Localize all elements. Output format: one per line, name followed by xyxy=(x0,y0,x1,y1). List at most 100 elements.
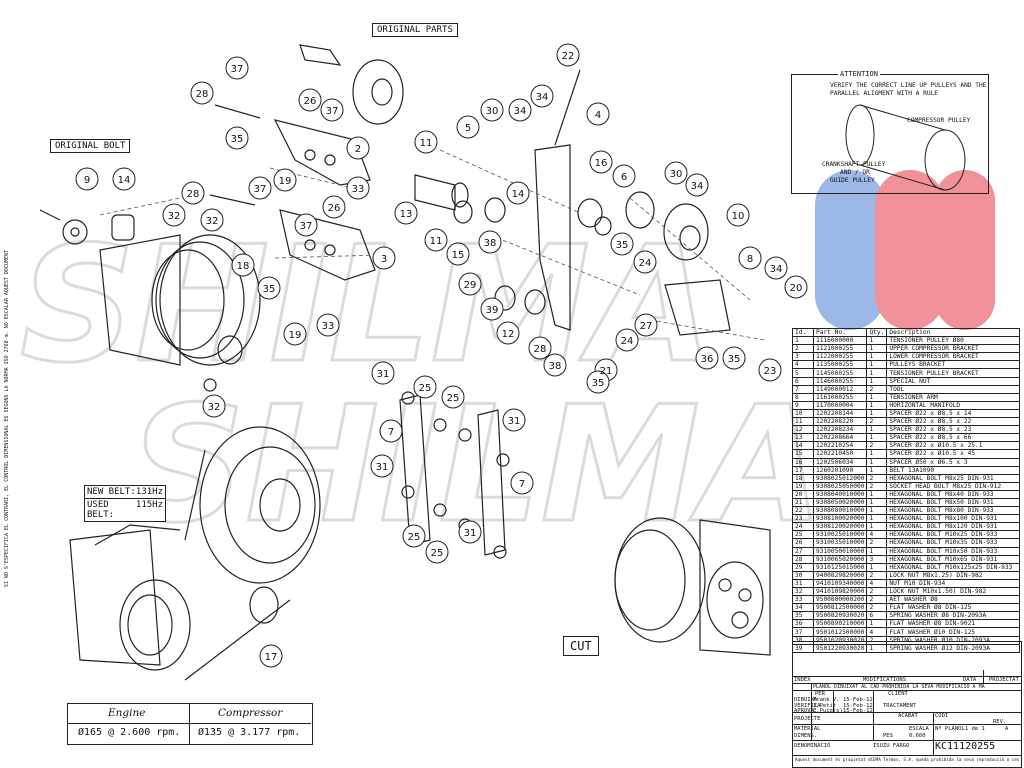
bom-cell-id: 20 xyxy=(792,489,814,499)
bom-cell-partno: 1202208234 xyxy=(812,425,868,435)
bom-cell-partno: 9308080010000 xyxy=(812,506,868,516)
bom-cell-qty: 3 xyxy=(866,554,888,564)
bom-cell-id: 36 xyxy=(792,619,814,629)
svg-text:30: 30 xyxy=(670,169,683,180)
bom-cell-description: SPRING WASHER Ø8 DIN-2093A xyxy=(886,611,1020,621)
svg-text:15: 15 xyxy=(452,250,465,261)
svg-text:18: 18 xyxy=(237,261,250,272)
tb-projecte: PROJECTE xyxy=(794,716,821,722)
tb-client: CLIENT xyxy=(888,691,908,697)
svg-text:28: 28 xyxy=(534,344,547,355)
svg-text:37: 37 xyxy=(231,64,244,75)
bom-cell-id: 21 xyxy=(792,497,814,508)
svg-text:24: 24 xyxy=(639,258,652,269)
bom-cell-description: HEXAGONAL BOLT M8x40 DIN-933 xyxy=(886,489,1020,499)
tb-dibuixa: DIBUIXA xyxy=(794,697,818,703)
svg-text:12: 12 xyxy=(502,329,515,340)
bom-cell-partno: 9500800000200 xyxy=(812,595,868,605)
tb-index: INDEX xyxy=(794,677,811,683)
bom-cell-id: 11 xyxy=(792,417,814,427)
bom-cell-qty: 2 xyxy=(866,603,888,613)
bom-cell-qty: 2 xyxy=(866,417,888,427)
svg-text:35: 35 xyxy=(231,134,244,145)
tb-denominacio-value: ISUZU FARGO xyxy=(873,743,910,749)
title-block: MODIFICATIONS INDEX DATA PROJECTAT PLÀNO… xyxy=(792,641,1022,768)
bom-cell-qty: 1 xyxy=(866,408,888,419)
bom-cell-partno: 9500890210000 xyxy=(812,619,868,629)
svg-text:34: 34 xyxy=(536,92,549,103)
svg-text:26: 26 xyxy=(328,203,341,214)
bom-cell-partno: 1135000255 xyxy=(812,360,868,370)
new-belt-value: 131Hz xyxy=(135,487,163,497)
bom-cell-id: 22 xyxy=(792,506,814,516)
engine-header: Engine xyxy=(108,707,146,719)
bom-cell-partno: 9310035010000 xyxy=(812,538,868,548)
bom-cell-partno: 1146000255 xyxy=(812,376,868,386)
bom-cell-id: 8 xyxy=(792,392,814,402)
tb-rev-value: A xyxy=(1005,726,1009,732)
bom-cell-qty: 1 xyxy=(866,465,888,475)
attention-sketch xyxy=(845,104,966,191)
crank-label-3: GUIDE PULLEY xyxy=(830,177,875,184)
svg-text:9: 9 xyxy=(84,175,90,186)
svg-text:35: 35 xyxy=(592,378,605,389)
svg-text:6: 6 xyxy=(621,172,627,183)
attention-box: ATTENTION VERIFY THE CORRECT LINE UP PUL… xyxy=(791,70,989,194)
compressor-value: Ø135 @ 3.177 rpm. xyxy=(198,727,301,738)
svg-text:33: 33 xyxy=(322,321,335,332)
bom-cell-partno: 1202208220 xyxy=(812,417,868,427)
bom-cell-description: NUT M10 DIN-934 xyxy=(886,578,1020,589)
tb-dibuixa-data: 15-Feb-12 xyxy=(843,697,873,703)
bom-cell-id: 27 xyxy=(792,546,814,556)
tb-denominacio: DENOMINACIÓ xyxy=(794,743,831,749)
bom-cell-id: 2 xyxy=(792,344,814,354)
bom-cell-description: SPACER Ø22 x Ø8.5 x 23 xyxy=(886,425,1020,435)
bom-cell-qty: 1 xyxy=(866,344,888,354)
svg-text:31: 31 xyxy=(376,462,389,473)
bom-cell-qty: 1 xyxy=(866,619,888,629)
tb-verifica: VERIFICA xyxy=(794,703,821,709)
attention-text-2: PARALLEL ALIGMENT WITH A RULE xyxy=(830,90,939,97)
svg-text:26: 26 xyxy=(304,96,317,107)
bom-cell-partno: 9501012500000 xyxy=(812,627,868,637)
bom-cell-description: TOOL xyxy=(886,384,1020,394)
bom-cell-qty: 2 xyxy=(866,538,888,548)
bom-header-row: Id. Part No. Qty. Description xyxy=(792,327,1020,338)
bom-cell-description: HEXAGONAL BOLT M10x50 DIN-933 xyxy=(886,546,1020,556)
svg-text:25: 25 xyxy=(408,532,421,543)
tb-projectat: PROJECTAT xyxy=(989,677,1019,683)
tb-material: MATERIAL xyxy=(794,726,821,732)
compressor-header: Compressor xyxy=(218,707,283,719)
bom-cell-qty: 2 xyxy=(866,570,888,580)
bom-cell-qty: 2 xyxy=(866,481,888,491)
bom-cell-description: HEXAGONAL BOLT M8x50 DIN-931 xyxy=(886,497,1020,508)
bom-cell-partno: 9500820930020 xyxy=(812,611,868,621)
svg-text:36: 36 xyxy=(701,354,714,365)
bom-cell-description: HEXAGONAL BOLT M10x35 DIN-933 xyxy=(886,538,1020,548)
bom-cell-qty: 1 xyxy=(866,336,888,346)
bom-cell-qty: 1 xyxy=(866,368,888,378)
bom-cell-id: 24 xyxy=(792,522,814,532)
bom-cell-qty: 1 xyxy=(866,360,888,370)
bom-cell-description: SPACER Ø22 x Ø10.5 x 25.1 xyxy=(886,441,1020,451)
bom-cell-partno: 1161000255 xyxy=(812,392,868,402)
tb-acabat: ACABAT xyxy=(898,713,918,719)
bom-cell-id: 34 xyxy=(792,603,814,613)
bom-cell-id: 3 xyxy=(792,352,814,362)
tb-modifications: MODIFICATIONS xyxy=(863,677,907,683)
